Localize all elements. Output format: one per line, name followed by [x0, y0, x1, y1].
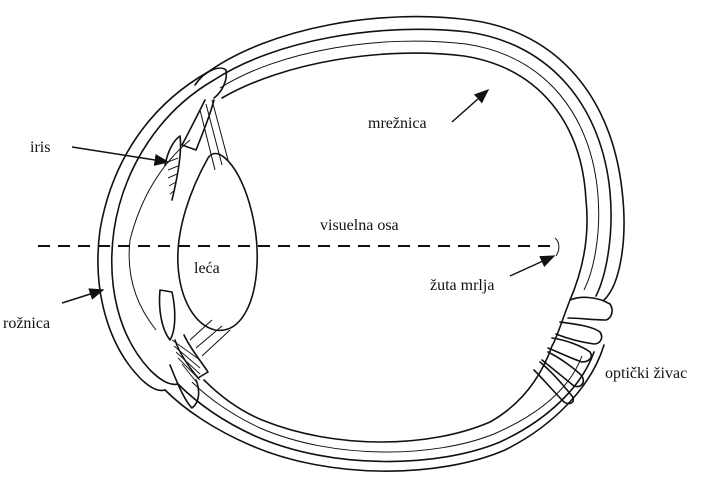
lens [178, 154, 257, 331]
sclera-outer-wall [165, 17, 624, 472]
label-mreznica: mrežnica [368, 115, 427, 132]
label-visuelna-osa: visuelna osa [320, 217, 399, 234]
label-roznica: rožnica [3, 315, 50, 332]
mreznica-arrow [452, 90, 488, 122]
label-zuta-mrlja: žuta mrlja [430, 277, 494, 294]
optic-nerve-sheath-top [568, 297, 612, 320]
fovea-mark [555, 238, 559, 256]
cornea-inner [112, 80, 214, 384]
label-iris: iris [30, 139, 50, 156]
label-leca: leća [194, 260, 220, 277]
zonule-upper [200, 100, 228, 170]
roznica-arrow [62, 290, 103, 303]
iris-arrow [72, 147, 168, 162]
choroid-layer [192, 41, 599, 452]
zuta-mrlja-arrow [510, 256, 554, 276]
iris-lower [159, 290, 174, 340]
limbus-lower [170, 365, 199, 408]
limbus-upper [195, 68, 226, 98]
retina-layer [204, 53, 587, 442]
label-opticki-zivac: optički živac [605, 365, 687, 382]
zonule-lower [190, 320, 230, 356]
